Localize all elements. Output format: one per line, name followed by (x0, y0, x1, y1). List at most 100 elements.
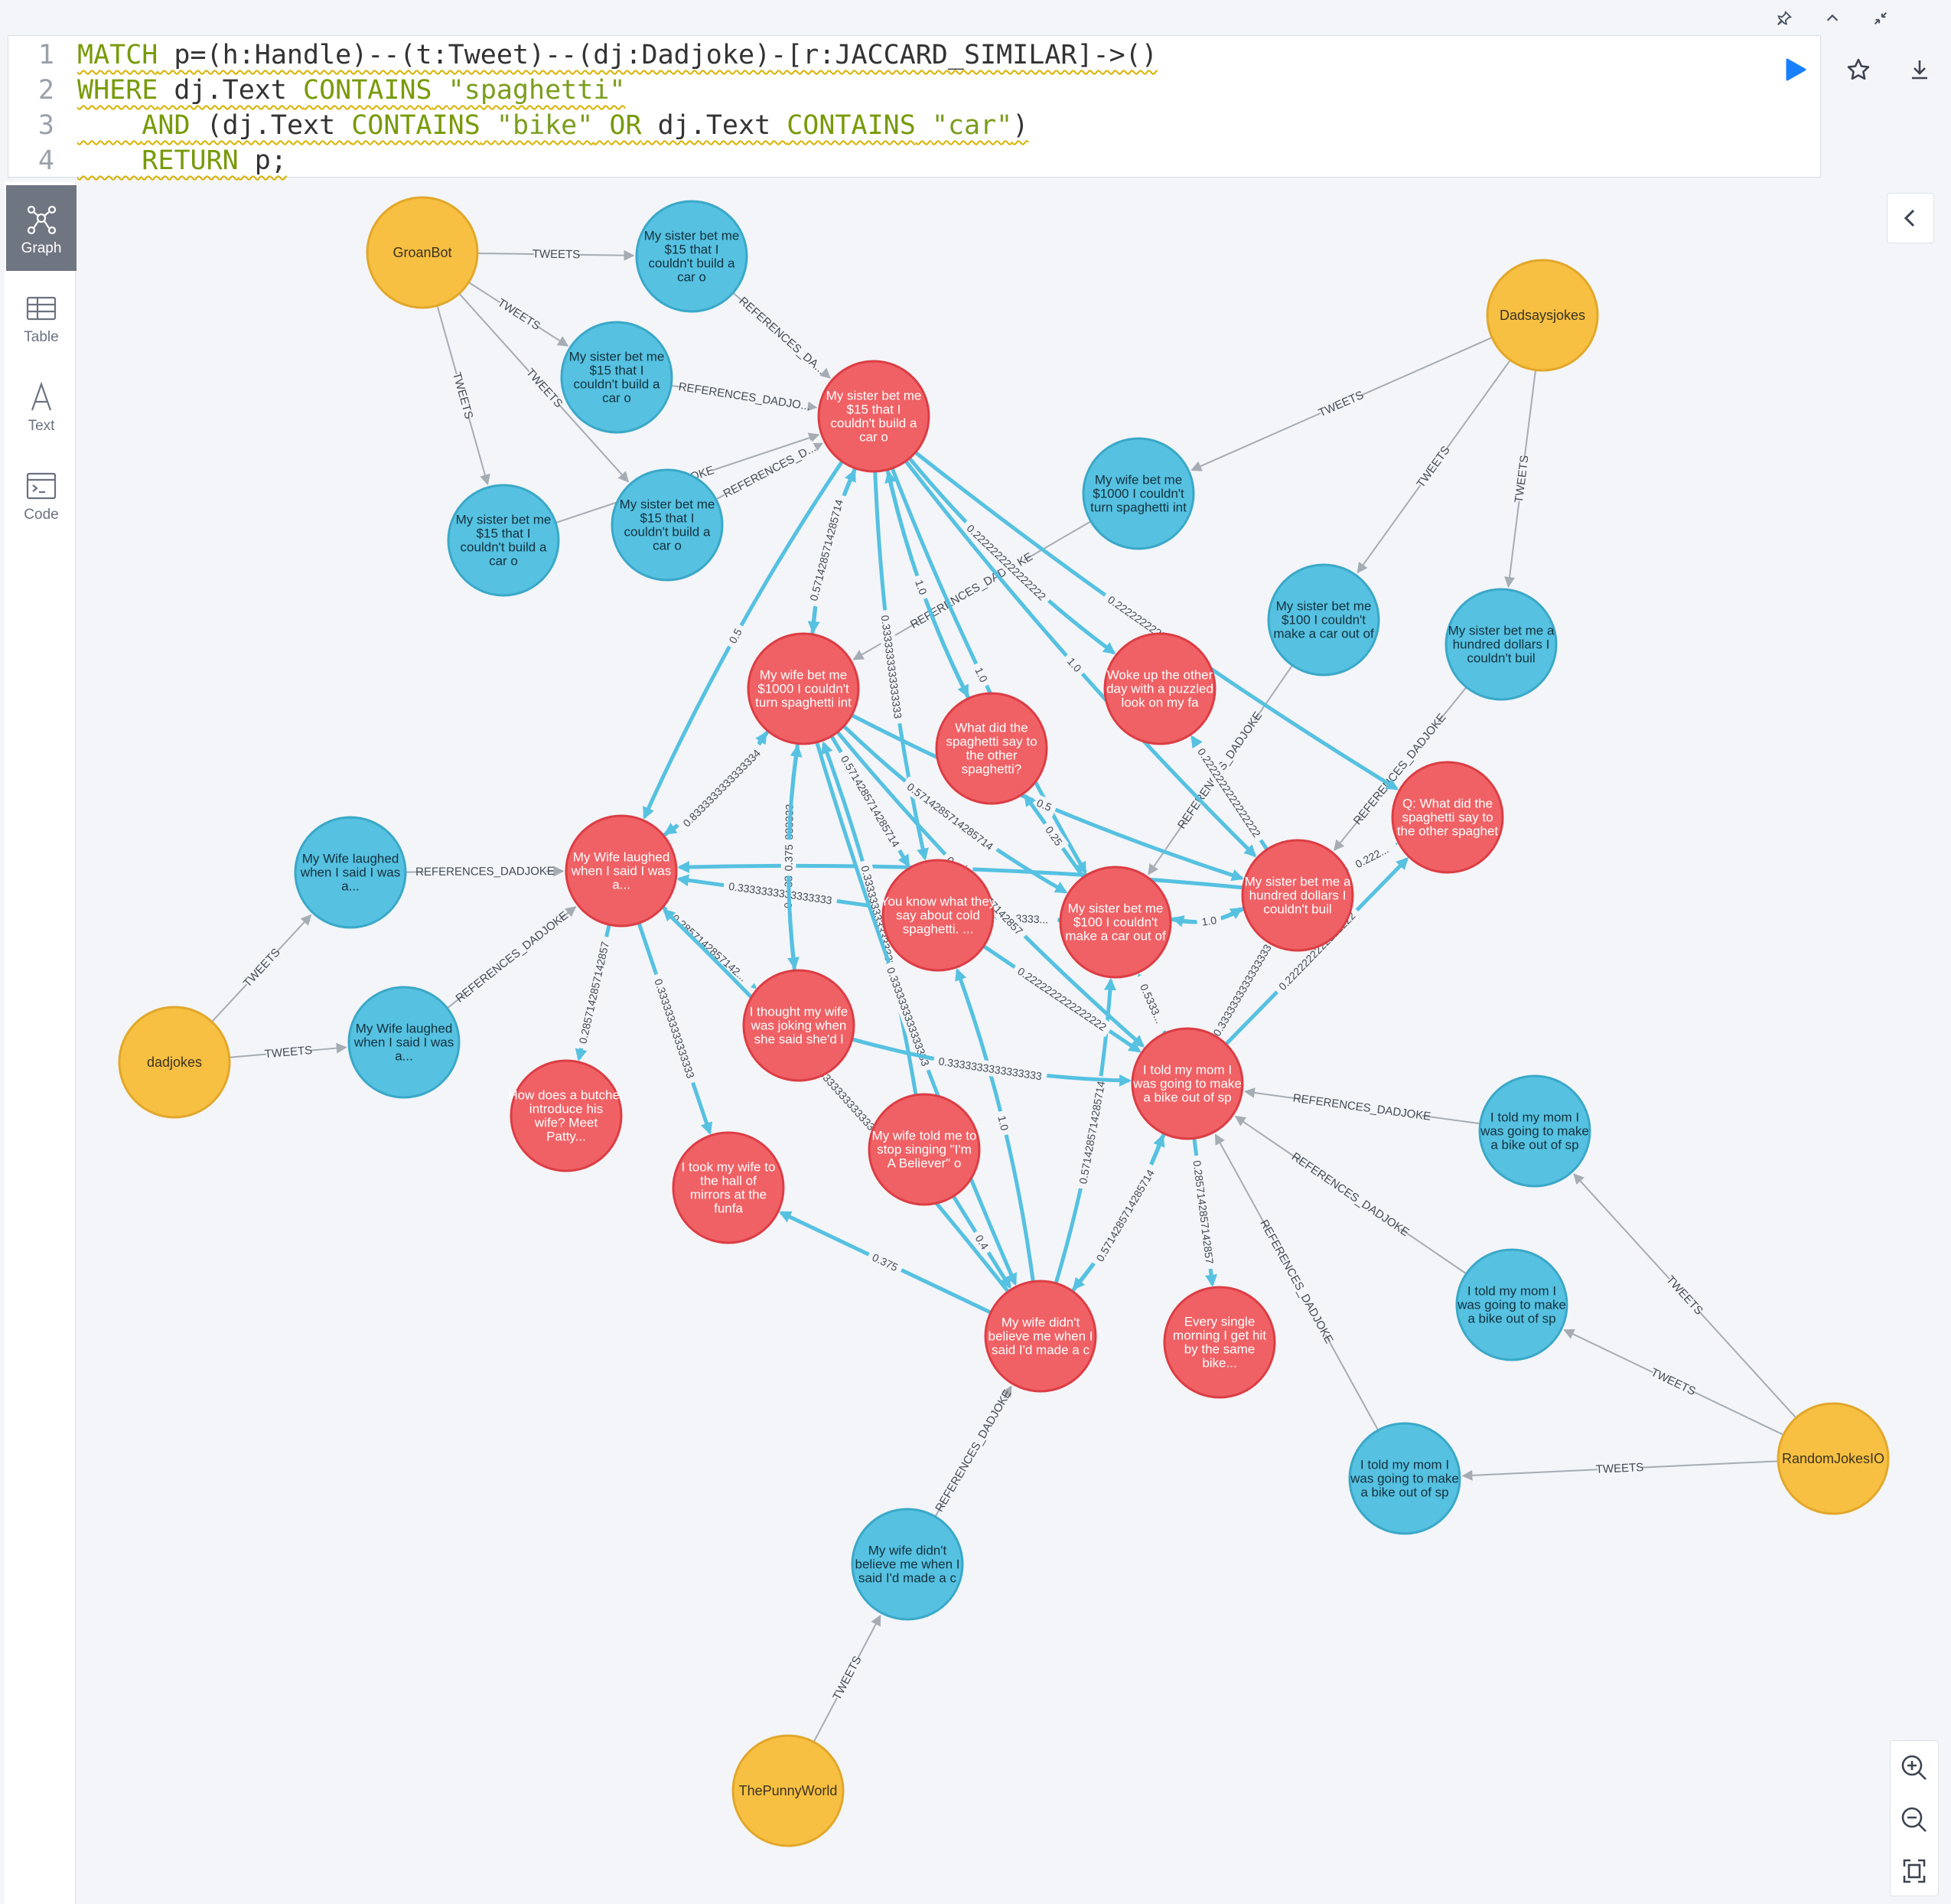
zoom-out-button[interactable] (1891, 1793, 1938, 1845)
similarity-edge[interactable]: 0.3333333333333333 (637, 922, 713, 1136)
sidebar-item-code[interactable]: Code (6, 452, 77, 537)
similarity-edge[interactable]: 1.0 (1171, 906, 1245, 931)
edge-label-bg (1511, 455, 1533, 503)
handle-node[interactable]: GroanBot (366, 196, 479, 309)
similarity-edge[interactable]: 0.25 (1024, 794, 1086, 879)
node-circle (851, 1508, 964, 1621)
view-sidebar: Graph Table Text Code (5, 182, 77, 1904)
similarity-edge[interactable]: 1.0 (884, 470, 971, 699)
relationship-edge[interactable]: TWEETS (477, 246, 635, 263)
similarity-edge[interactable]: 0.2857142857142857 (1188, 1138, 1218, 1287)
chevron-up-icon[interactable] (1819, 6, 1846, 31)
similarity-edge[interactable]: 0.2857142857142857 (574, 924, 614, 1061)
relationship-edge[interactable]: TWEETS (813, 1614, 881, 1743)
relationship-edge[interactable]: REFERENCES_DADJO... (671, 379, 818, 415)
star-icon[interactable] (1837, 48, 1880, 91)
relationship-edge[interactable]: TWEETS (436, 305, 490, 486)
node-circle (742, 969, 855, 1082)
relationship-edge[interactable]: TWEETS (1357, 359, 1511, 574)
similarity-edge[interactable]: 0.375 (778, 1211, 992, 1315)
minimize-icon[interactable] (1867, 6, 1894, 31)
relationship-edge[interactable]: REFERENCES_DA... (732, 292, 831, 379)
pin-icon[interactable] (1770, 6, 1798, 31)
run-icon[interactable] (1773, 48, 1816, 91)
handle-node[interactable]: RandomJokesIO (1777, 1402, 1890, 1515)
sidebar-item-table[interactable]: Table (6, 274, 77, 360)
relationship-edge[interactable]: TWEETS (1563, 1329, 1784, 1436)
relationship-edge[interactable]: REFERENCES_DADJOKE (1243, 1087, 1480, 1125)
similarity-edge[interactable]: 0.5 (643, 460, 844, 820)
relationship-edge[interactable]: REFERENCES_D... (715, 439, 823, 502)
relationship-edge[interactable]: TWEETS (229, 1042, 347, 1063)
similarity-edge[interactable]: 0.5333... (1132, 973, 1171, 1035)
similarity-edge[interactable]: 0.8333333333333334 (663, 730, 770, 835)
handle-node[interactable]: ThePunnyWorld (731, 1734, 845, 1847)
relationship-edge[interactable]: TWEETS (468, 282, 569, 347)
similarity-edge[interactable]: 1.0 (890, 468, 1087, 875)
handle-node[interactable]: Dadsaysjokes (1486, 259, 1599, 372)
node-circle (984, 1280, 1097, 1393)
relationship-edge[interactable]: TWEETS (1504, 370, 1537, 588)
code-line-4[interactable]: 4 RETURN p; (8, 143, 1194, 178)
similarity-edge[interactable]: 0.375 (780, 744, 803, 971)
relationship-edge[interactable]: REFERENCES_DADJOKE (933, 1385, 1015, 1518)
similarity-edge[interactable]: 0.222... (1344, 837, 1400, 876)
relationship-edge[interactable]: REFERENCES_DADJOKE (405, 863, 565, 880)
edge-label-bg (855, 859, 900, 973)
collapse-panel-button[interactable] (1887, 193, 1934, 243)
handle-node[interactable]: dadjokes (118, 1006, 231, 1119)
sidebar-item-text[interactable]: Text (6, 363, 77, 448)
chevron-left-icon (1904, 209, 1915, 227)
zoom-in-button[interactable] (1891, 1741, 1938, 1793)
sidebar-item-graph[interactable]: Graph (6, 185, 77, 271)
similarity-edge[interactable]: 0.2857142857142... (661, 904, 757, 991)
code-line-3[interactable]: 3 AND (dj.Text CONTAINS "bike" OR dj.Tex… (8, 108, 1194, 143)
similarity-edge[interactable]: 1.0 (955, 968, 1035, 1282)
code-text: MATCH p=(h:Handle)--(t:Tweet)--(dj:Dadjo… (77, 40, 1158, 70)
similarity-edge[interactable]: 0.5 (851, 713, 1245, 882)
download-icon[interactable] (1898, 48, 1941, 91)
similarity-edge[interactable]: 0.4 (951, 1195, 1011, 1289)
relationship-edge[interactable]: TWEETS (1461, 1459, 1779, 1481)
fit-screen-button[interactable] (1891, 1845, 1938, 1897)
relationship-edge[interactable]: REFERENCES_DADJOKE (446, 906, 577, 1009)
relationship-edge[interactable]: TWEETS (211, 914, 312, 1022)
